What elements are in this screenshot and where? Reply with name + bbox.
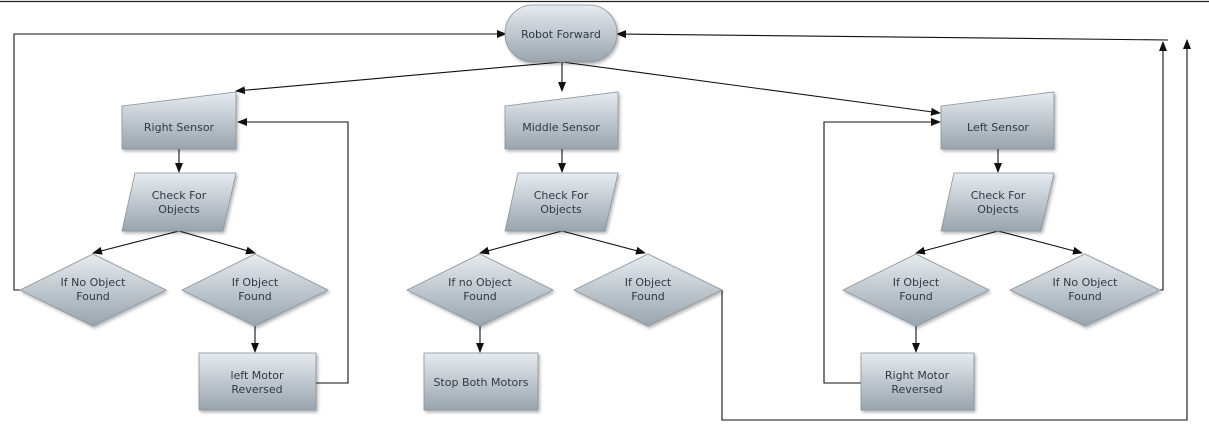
node-left-no-object-line2: Found	[1068, 290, 1102, 303]
edge-left-check-to-no-object	[997, 230, 1083, 255]
node-right-object: If Object Found	[181, 253, 329, 327]
node-left-object: If Object Found	[842, 253, 990, 327]
node-right-sensor: Right Sensor	[121, 91, 237, 150]
node-left-motor-reversed-line2: Reversed	[231, 383, 282, 396]
node-left-motor-reversed-line1: left Motor	[230, 369, 284, 382]
node-middle-object: If Object Found	[573, 253, 723, 327]
node-right-object-line1: If Object	[232, 276, 279, 289]
node-left-no-object-line1: If No Object	[1053, 276, 1119, 289]
node-robot-forward-label: Robot Forward	[521, 28, 601, 41]
node-right-no-object: If No Object Found	[19, 253, 167, 327]
node-check-right-line2: Objects	[158, 203, 200, 216]
node-left-sensor: Left Sensor	[940, 91, 1055, 150]
node-check-right: Check For Objects	[121, 172, 237, 232]
node-check-right-line1: Check For	[152, 189, 207, 202]
node-middle-sensor: Middle Sensor	[504, 91, 619, 150]
node-stop-both-motors-label: Stop Both Motors	[433, 376, 528, 389]
edge-left-motor-loop	[237, 118, 349, 384]
node-left-motor-reversed: left Motor Reversed	[198, 352, 317, 411]
node-right-object-line2: Found	[238, 290, 272, 303]
node-check-middle-line1: Check For	[534, 189, 589, 202]
node-middle-object-line1: If Object	[625, 276, 672, 289]
edge-robot-to-left-sensor	[561, 61, 941, 116]
node-left-object-line1: If Object	[893, 276, 940, 289]
node-left-no-object: If No Object Found	[1009, 253, 1161, 327]
node-middle-sensor-label: Middle Sensor	[522, 121, 600, 134]
node-middle-no-object-line2: Found	[463, 290, 497, 303]
edge-right-no-object-loop	[13, 30, 507, 291]
node-left-object-line2: Found	[899, 290, 933, 303]
edges	[13, 30, 1191, 421]
edge-right-check-to-object	[178, 230, 256, 255]
edge-return-to-robot-forward	[616, 30, 1169, 41]
node-right-sensor-label: Right Sensor	[144, 121, 215, 134]
edge-left-no-object-loop	[1159, 41, 1167, 291]
node-check-middle-line2: Objects	[540, 203, 582, 216]
node-right-no-object-line2: Found	[76, 290, 110, 303]
node-right-motor-reversed-line2: Reversed	[891, 383, 942, 396]
node-right-motor-reversed: Right Motor Reversed	[860, 352, 975, 411]
edge-right-motor-loop	[823, 118, 941, 384]
node-middle-no-object-line1: If no Object	[448, 276, 512, 289]
node-check-middle: Check For Objects	[504, 172, 619, 232]
edge-right-check-to-no-object	[92, 230, 180, 255]
edge-middle-check-to-no-object	[479, 230, 563, 255]
node-check-left: Check For Objects	[940, 172, 1055, 232]
node-check-left-line1: Check For	[971, 189, 1026, 202]
node-right-no-object-line1: If No Object	[61, 276, 127, 289]
nodes: Robot Forward Right Sensor Middle Sensor…	[19, 4, 1161, 411]
node-right-motor-reversed-line1: Right Motor	[885, 369, 950, 382]
edge-robot-to-right-sensor	[235, 61, 563, 95]
node-left-sensor-label: Left Sensor	[967, 121, 1029, 134]
node-middle-no-object: If no Object Found	[406, 253, 554, 327]
edge-middle-object-loop	[721, 39, 1191, 421]
node-middle-object-line2: Found	[631, 290, 665, 303]
edge-middle-check-to-object	[561, 230, 646, 255]
node-robot-forward: Robot Forward	[504, 4, 618, 63]
node-stop-both-motors: Stop Both Motors	[423, 352, 539, 411]
edge-left-check-to-object	[915, 230, 999, 255]
node-check-left-line2: Objects	[977, 203, 1019, 216]
